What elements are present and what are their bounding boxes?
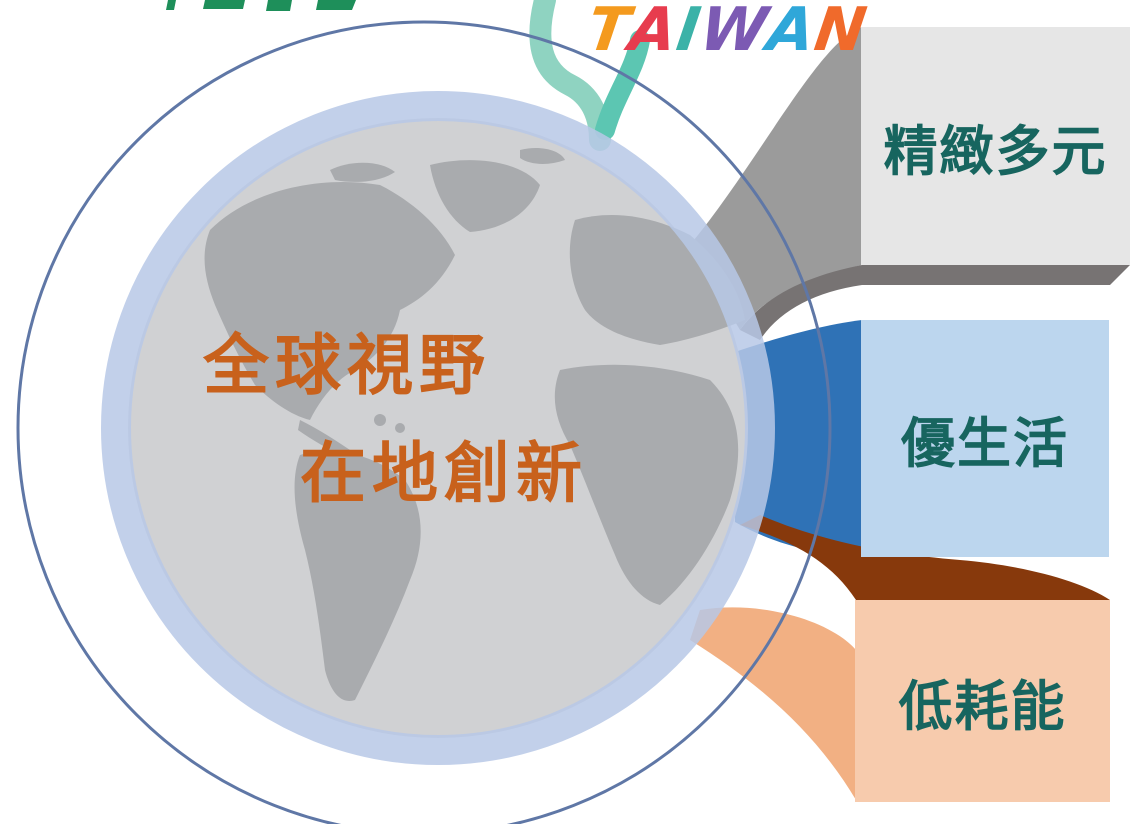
world-map-landmasses xyxy=(204,148,745,701)
band-1 xyxy=(690,27,1130,340)
item-label-3: 低耗能 xyxy=(898,674,1067,738)
item-label-2: 優生活 xyxy=(901,412,1069,475)
band-3 xyxy=(690,515,1110,800)
globe xyxy=(16,20,832,824)
item-box-1: 精緻多元 xyxy=(861,27,1130,265)
taiwan-logo-text: TAIWAN xyxy=(583,0,871,65)
logo-letter: W xyxy=(695,0,773,65)
center-title-line-1: 全球視野 xyxy=(203,327,491,404)
item-box-3: 低耗能 xyxy=(855,600,1110,802)
logo-letter: A xyxy=(625,0,683,65)
logo-letter: A xyxy=(762,0,821,65)
center-title-line-2: 在地創新 xyxy=(300,435,588,512)
item-box-2: 優生活 xyxy=(861,320,1109,557)
taiwan-logo-heart xyxy=(529,0,650,151)
item-label-1: 精緻多元 xyxy=(883,119,1108,183)
partial-logo-strokes xyxy=(166,0,356,11)
